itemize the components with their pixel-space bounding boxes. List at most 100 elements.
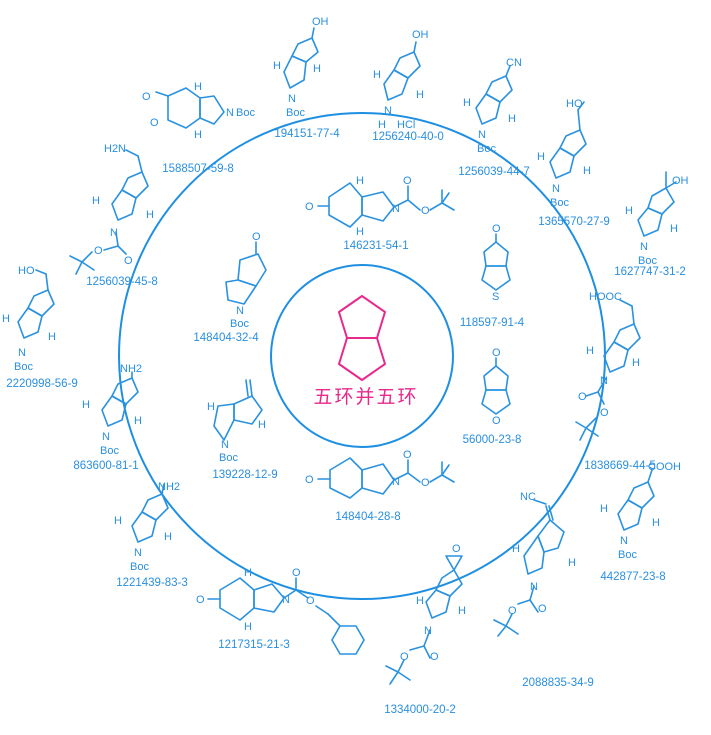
atom-h: H <box>313 63 321 75</box>
atom-h: H <box>600 503 608 515</box>
atom-boc: Boc <box>477 143 496 155</box>
atom-o: O <box>150 117 159 129</box>
molecule-1588507-59-8: O O H H N Boc <box>142 81 255 141</box>
atom-o: O <box>492 415 501 427</box>
atom-o: O <box>430 651 439 663</box>
atom-boc: Boc <box>618 549 637 561</box>
inner-ring <box>270 264 454 448</box>
atom-h: H <box>625 205 633 217</box>
atom-cn: CN <box>506 57 522 69</box>
atom-n: N <box>226 107 234 119</box>
atom-n: N <box>384 105 392 117</box>
atom-h: H <box>114 515 122 527</box>
atom-n: N <box>392 476 400 488</box>
atom-nh2: NH2 <box>120 363 142 375</box>
atom-o: O <box>492 347 501 359</box>
atom-boc: Boc <box>130 561 149 573</box>
atom-h: H <box>207 401 215 413</box>
center-title: 五环并五环 <box>313 386 418 408</box>
atom-n: N <box>18 347 26 359</box>
atom-boc: Boc <box>286 107 305 119</box>
cas-label: 2220998-56-9 <box>6 378 78 390</box>
molecule-1627747-31-2: OH H H N Boc <box>625 171 689 267</box>
atom-o: O <box>142 91 151 103</box>
atom-h: H <box>463 97 471 109</box>
molecule-1334000-20-2: O H H N O O <box>385 543 466 685</box>
atom-o: O <box>196 594 205 606</box>
atom-oh: OH <box>672 175 689 187</box>
outer-ring <box>118 112 606 600</box>
atom-o: O <box>452 543 461 555</box>
atom-ho: HO <box>566 98 583 110</box>
atom-h: H <box>273 60 281 72</box>
cas-label: 56000-23-8 <box>463 434 522 446</box>
atom-h: H <box>194 81 202 93</box>
cas-label: 1627747-31-2 <box>614 266 686 278</box>
atom-boc: Boc <box>14 361 33 373</box>
atom-n: N <box>478 129 486 141</box>
atom-ho: HO <box>18 265 35 277</box>
atom-n: N <box>221 439 229 451</box>
atom-s: S <box>492 291 499 303</box>
atom-nh2: NH2 <box>158 481 180 493</box>
cas-label: 2088835-34-9 <box>522 677 594 689</box>
cas-label: 1334000-20-2 <box>384 704 456 716</box>
cas-label: 1838669-44-5 <box>584 460 656 472</box>
atom-o: O <box>305 474 314 486</box>
atom-h: H <box>82 399 90 411</box>
atom-n: N <box>110 227 118 239</box>
atom-n: N <box>236 305 244 317</box>
atom-h: H <box>652 517 660 529</box>
atom-h: H <box>583 165 591 177</box>
atom-h: H <box>512 543 520 555</box>
atom-h: H <box>258 419 266 431</box>
atom-boc: Boc <box>219 452 238 464</box>
atom-boc: Boc <box>550 197 569 209</box>
atom-n: N <box>640 241 648 253</box>
atom-o: O <box>124 255 133 267</box>
atom-h: H <box>244 567 252 579</box>
atom-hooc: HOOC <box>589 291 622 303</box>
cas-label: 148404-32-4 <box>193 332 259 344</box>
cas-label: 139228-12-9 <box>212 469 277 481</box>
atom-o: O <box>538 603 547 615</box>
center-molecule <box>338 295 386 381</box>
atom-nh: H <box>378 119 386 131</box>
molecule-2088835-34-9: NC H H N O O <box>493 491 576 637</box>
atom-h: H <box>416 595 424 607</box>
atom-boc: Boc <box>638 255 657 267</box>
molecule-1221439-83-3: NH2 H H N Boc <box>114 481 180 573</box>
atom-n: N <box>600 375 608 387</box>
atom-h: H <box>356 175 364 187</box>
atom-h: H <box>194 129 202 141</box>
molecule-1217315-21-3: O H H N O O <box>196 567 365 655</box>
atom-h: H <box>632 357 640 369</box>
molecule-1256039-44-7: CN H H N Boc <box>463 57 522 155</box>
atom-n: N <box>288 93 296 105</box>
atom-h: H <box>537 151 545 163</box>
molecule-139228-12-9: H H N Boc <box>207 379 266 464</box>
atom-h: H <box>670 223 678 235</box>
atom-o: O <box>508 605 517 617</box>
atom-n: N <box>282 594 290 606</box>
atom-h: H <box>586 345 594 357</box>
molecule-118597-91-4: O S <box>481 223 511 303</box>
atom-o: O <box>403 449 412 461</box>
molecule-56000-23-8: O O <box>481 347 511 427</box>
cas-label: 1588507-59-8 <box>162 163 234 175</box>
atom-h: H <box>508 113 516 125</box>
atom-n: N <box>620 535 628 547</box>
atom-o: O <box>252 231 261 243</box>
cas-label: 146231-54-1 <box>343 240 408 252</box>
atom-o: O <box>305 201 314 213</box>
molecule-146231-54-1: O H H N O O <box>305 175 455 238</box>
atom-n: N <box>530 581 538 593</box>
cas-label: 148404-28-8 <box>335 511 400 523</box>
atom-h: H <box>146 209 154 221</box>
atom-h: H <box>134 415 142 427</box>
cas-label: 442877-23-8 <box>600 571 665 583</box>
atom-n: N <box>134 547 142 559</box>
atom-boc: Boc <box>100 445 119 457</box>
atom-n: N <box>392 203 400 215</box>
molecule-863600-81-1: NH2 H H N Boc <box>82 363 142 457</box>
